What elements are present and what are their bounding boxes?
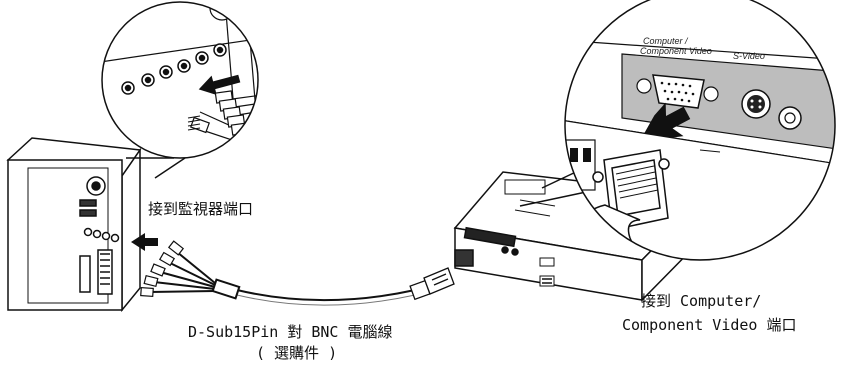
computer-port-closeup: [101, 1, 259, 179]
port-label-svideo: S-Video: [733, 51, 765, 61]
arrow-to-tower-icon: [131, 233, 158, 251]
bnc-cable: [149, 251, 416, 306]
port-label-computer: Computer /: [643, 36, 689, 46]
cable-name-label: D-Sub15Pin 對 BNC 電腦線: [188, 323, 393, 341]
dsub-plug: [409, 267, 455, 301]
monitor-port-label: 接到監視器端口: [148, 200, 254, 218]
cable-note-label: ( 選購件 ): [256, 344, 338, 362]
svideo-port: [741, 89, 771, 119]
projector-port-closeup: Computer / Component Video S-Video: [519, 0, 836, 261]
bnc-jacks: [121, 43, 227, 95]
port-label-component: Component Video: [640, 46, 712, 56]
computer-tower: [6, 137, 142, 313]
vga-port: [636, 74, 719, 109]
bnc-connectors: [140, 240, 185, 298]
projector-port-label-line2: Component Video 端口: [622, 316, 797, 334]
projector-port-label-line1: 接到 Computer/: [641, 292, 762, 310]
